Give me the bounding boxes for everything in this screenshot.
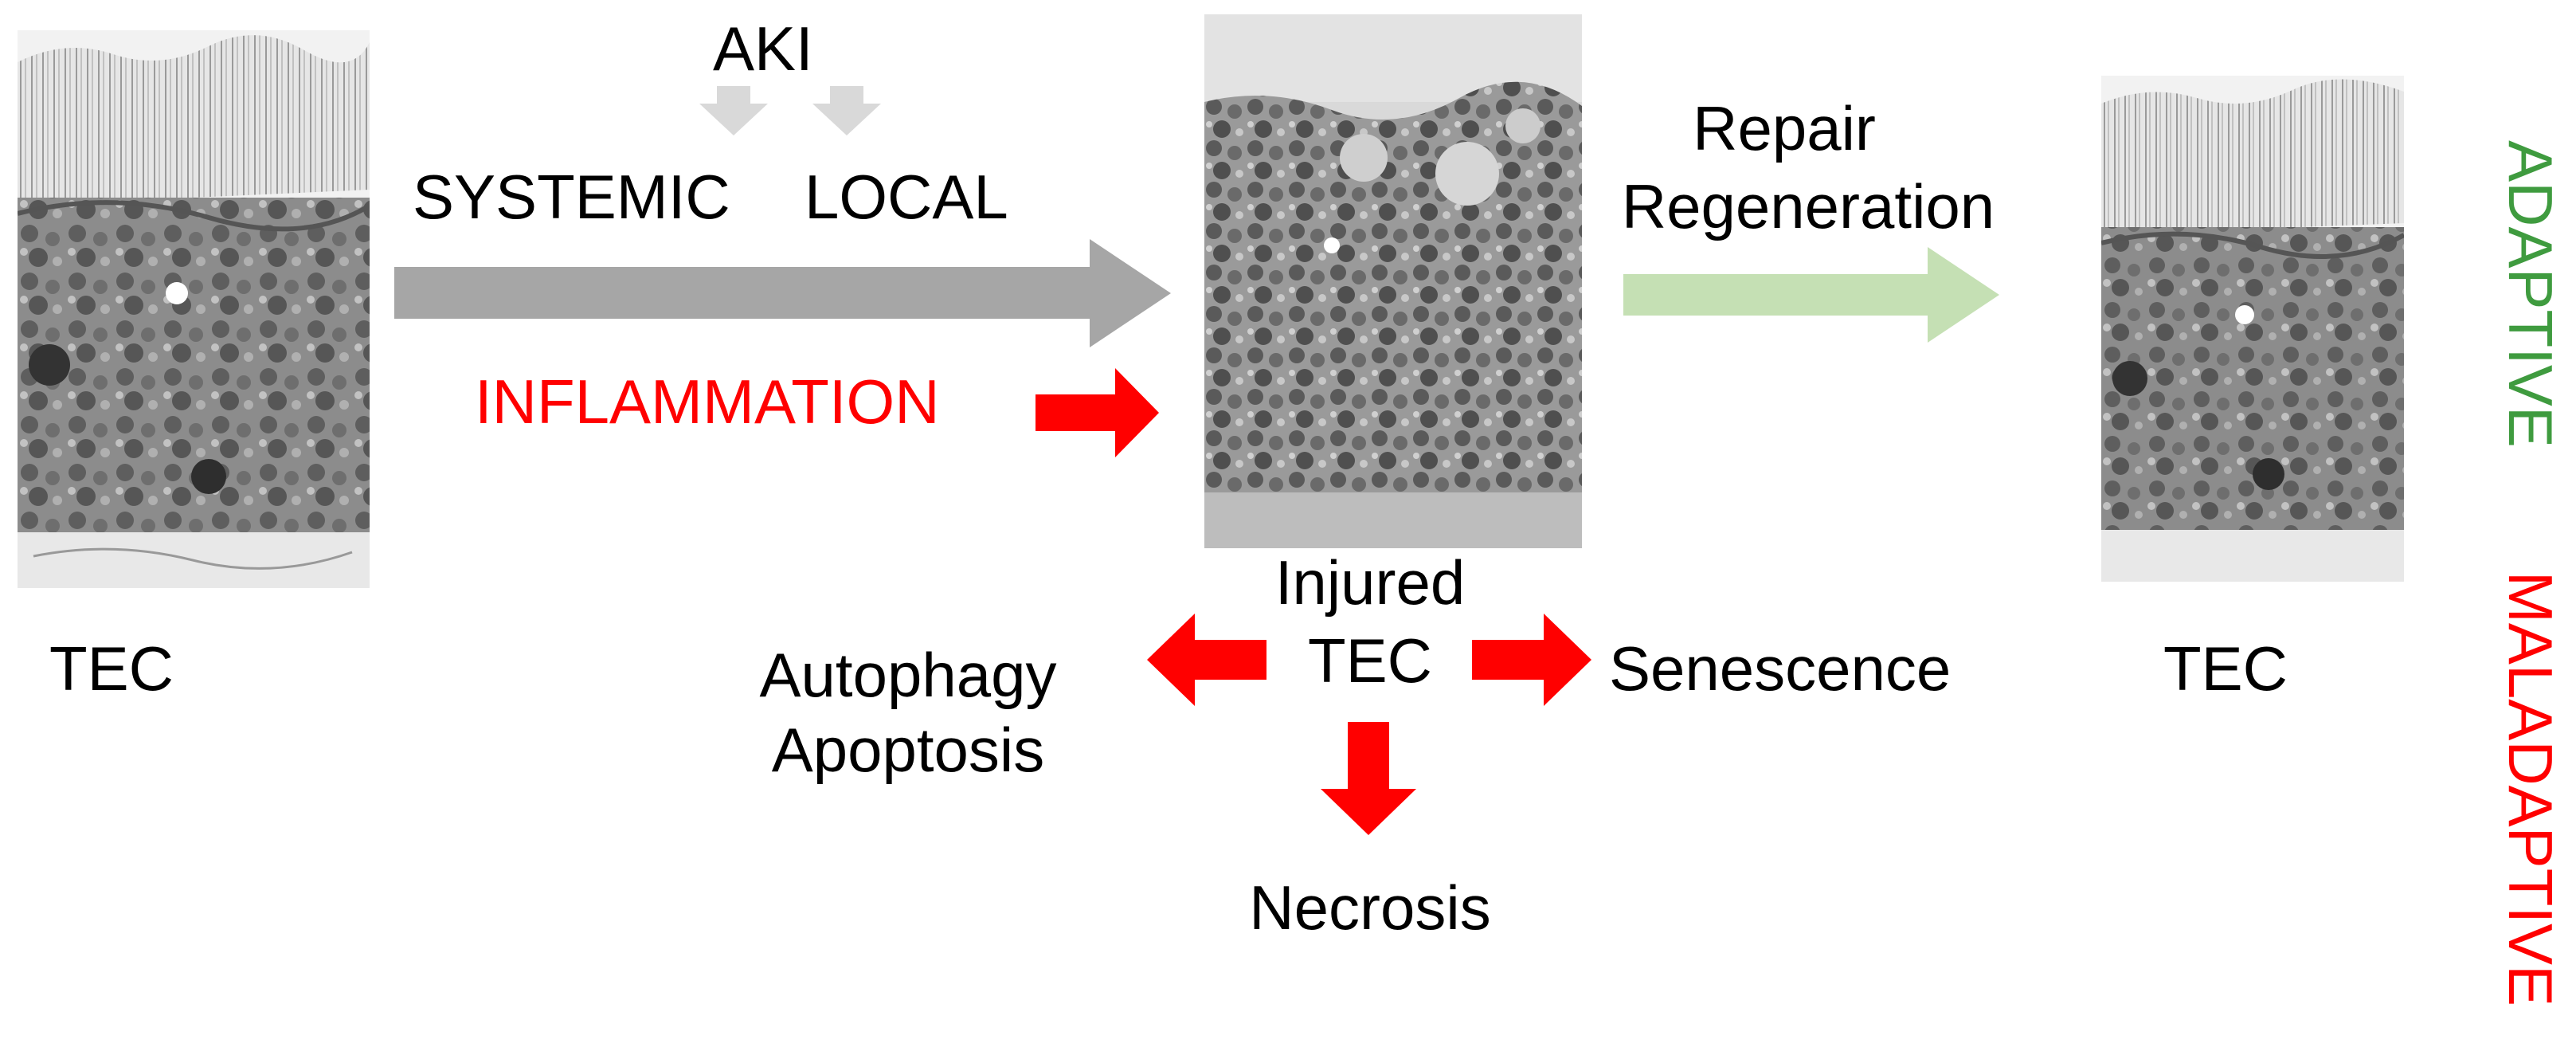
maladaptive-label: MALADAPTIVE <box>2496 571 2566 1007</box>
tec-micrograph-left <box>18 30 370 588</box>
senescence-arrow <box>1472 614 1591 706</box>
tec-micrograph-right <box>2101 76 2404 582</box>
aki-to-local-arrow <box>812 86 881 135</box>
inflammation-label: INFLAMMATION <box>475 367 940 437</box>
tec-left-label: TEC <box>49 633 174 704</box>
inflammation-arrow <box>1035 368 1159 457</box>
senescence-label: Senescence <box>1609 633 1952 704</box>
tec-center-label: TEC <box>1308 626 1432 696</box>
adaptive-label: ADAPTIVE <box>2496 140 2566 448</box>
aki-label: AKI <box>713 14 813 84</box>
injured-label: Injured <box>1274 547 1466 618</box>
systemic-label: SYSTEMIC <box>413 162 730 232</box>
aki-to-systemic-arrow <box>699 86 768 135</box>
systemic-local-main-arrow <box>394 239 1171 347</box>
tec-right-label: TEC <box>2163 633 2288 704</box>
necrosis-arrow <box>1321 722 1416 835</box>
necrosis-label: Necrosis <box>1249 873 1491 943</box>
repair-label: Repair <box>1693 93 1876 163</box>
autophagy-label: Autophagy <box>759 640 1057 710</box>
autophagy-apoptosis-arrow <box>1147 614 1266 706</box>
repair-regeneration-arrow <box>1623 247 1999 343</box>
injured-tec-micrograph <box>1204 14 1582 548</box>
regeneration-label: Regeneration <box>1621 171 1995 241</box>
apoptosis-label: Apoptosis <box>771 715 1045 785</box>
local-label: LOCAL <box>805 162 1008 232</box>
